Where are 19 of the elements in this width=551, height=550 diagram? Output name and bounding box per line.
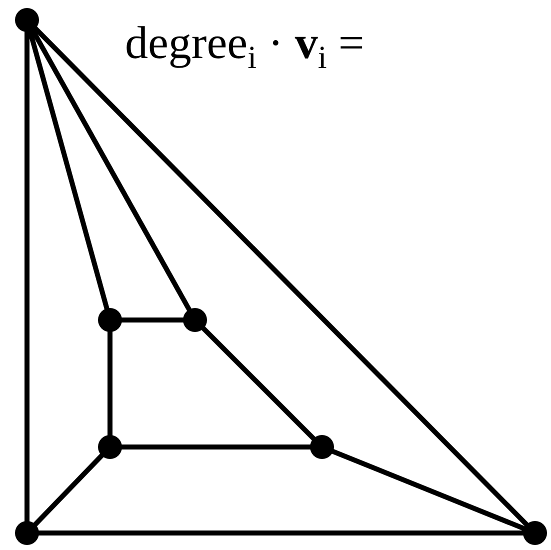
edge-line: [108, 330, 112, 436]
edge-line: [120, 318, 184, 322]
edge-line: [38, 530, 524, 536]
edge-line: [32, 453, 104, 527]
edge-line: [331, 448, 526, 532]
edge-line: [30, 28, 192, 312]
graph-vertex: [15, 521, 39, 545]
edge-line: [24, 30, 30, 522]
formula-text: degree$_{i}$ · v$_{i}$ =: [125, 18, 364, 76]
edge-line: [32, 26, 530, 528]
edge-line: [120, 444, 312, 450]
graph-vertex: [98, 308, 122, 332]
edge-line: [200, 326, 316, 442]
graph-vertex: [183, 308, 207, 332]
graph-vertex: [310, 435, 334, 459]
edge-line: [27, 30, 110, 310]
graph-vertex: [523, 521, 547, 545]
graph-vertex: [98, 435, 122, 459]
graph-vertex: [15, 8, 39, 32]
